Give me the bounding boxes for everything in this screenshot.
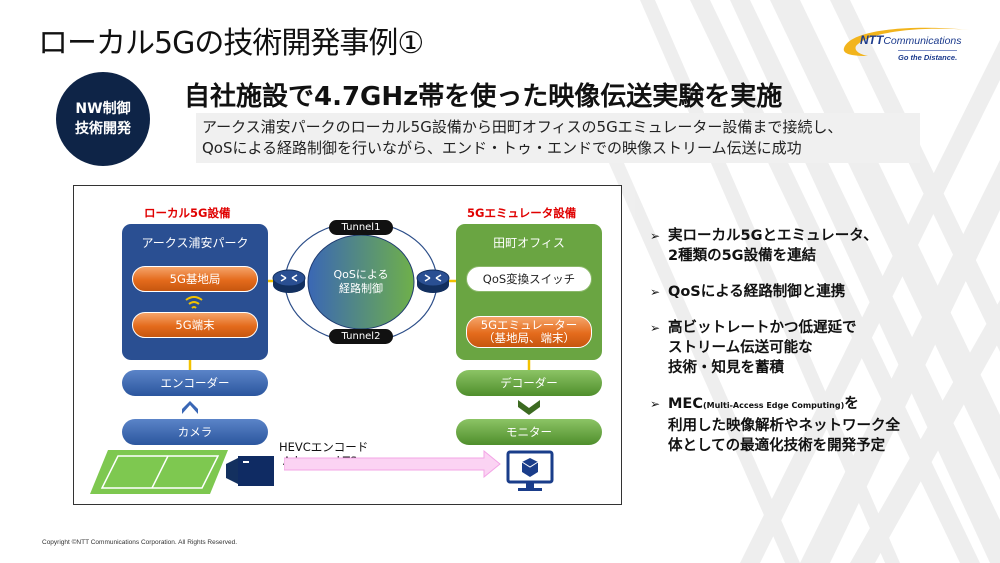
copyright-notice: Copyright ©NTT Communications Corporatio…	[42, 539, 238, 546]
router-icon	[416, 269, 450, 293]
remote-site-title: 田町オフィス	[493, 236, 565, 250]
transfer-arrow-icon	[284, 450, 501, 478]
category-badge: NW制御 技術開発	[56, 72, 150, 166]
qos-switch-node: QoS変換スイッチ	[466, 266, 592, 292]
chevron-down-icon	[518, 400, 540, 415]
key-point: ➢ QoSによる経路制御と連携	[650, 284, 846, 300]
key-point: ➢ MEC(Multi-Access Edge Computing)を 利用した…	[650, 396, 900, 454]
remote-site-panel: 田町オフィス QoS変換スイッチ 5Gエミュレーター （基地局、端末）	[456, 224, 602, 360]
base-station-node: 5G基地局	[132, 266, 258, 292]
emulator-section-label: 5Gエミュレータ設備	[467, 206, 577, 220]
monitor-icon	[506, 450, 554, 491]
qos-routing-label: QoSによる 経路制御	[333, 268, 389, 295]
tunnel1-label: Tunnel1	[329, 220, 393, 235]
logo-tagline: Go the Distance.	[898, 50, 958, 62]
stadium-camera-icon	[90, 450, 274, 494]
key-point: ➢ 実ローカル5Gとエミュレータ、 2種類の5G設備を連結	[650, 228, 878, 264]
bullet-arrow-icon: ➢	[650, 397, 661, 411]
bullet-arrow-icon: ➢	[650, 321, 661, 335]
logo-wordmark: NTTCommunications	[860, 33, 962, 47]
chevron-up-icon	[182, 401, 198, 414]
camera-node: カメラ	[122, 419, 268, 445]
local-site-panel: アークス浦安パーク 5G基地局 5G端末	[122, 224, 268, 360]
bullet-arrow-icon: ➢	[650, 285, 661, 299]
wireless-signal-icon	[185, 296, 203, 309]
summary-box: アークス浦安パークのローカル5G設備から田町オフィスの5Gエミュレーター設備まで…	[196, 113, 920, 163]
terminal-node: 5G端末	[132, 312, 258, 338]
encoder-node: エンコーダー	[122, 370, 268, 396]
ntt-communications-logo: NTTCommunications Go the Distance.	[838, 22, 978, 66]
emulator-node: 5Gエミュレーター （基地局、端末）	[466, 316, 592, 348]
local-5g-section-label: ローカル5G設備	[144, 206, 231, 220]
monitor-node: モニター	[456, 419, 602, 445]
local-site-title: アークス浦安パーク	[141, 236, 249, 250]
headline: 自社施設で4.7GHz帯を使った映像伝送実験を実施	[184, 82, 783, 112]
network-diagram: ローカル5G設備 5Gエミュレータ設備 アークス浦安パーク 5G基地局 5G端末…	[73, 185, 622, 505]
tunnel2-label: Tunnel2	[329, 329, 393, 344]
decoder-node: デコーダー	[456, 370, 602, 396]
bullet-arrow-icon: ➢	[650, 229, 661, 243]
key-point: ➢ 高ビットレートかつ低遅延で ストリーム伝送可能な 技術・知見を蓄積	[650, 320, 857, 376]
key-points-list: ➢ 実ローカル5Gとエミュレータ、 2種類の5G設備を連結 ➢ QoSによる経路…	[650, 226, 980, 472]
page-title: ローカル5Gの技術開発事例①	[38, 26, 424, 61]
logo-swoosh-icon	[843, 27, 970, 56]
router-icon	[272, 269, 306, 293]
